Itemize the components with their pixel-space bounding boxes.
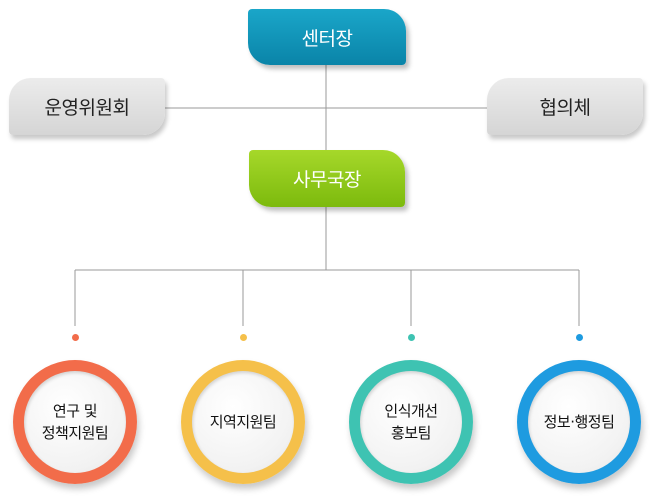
team-dot-regional — [240, 334, 247, 341]
team-regional-label: 지역지원팀 — [209, 413, 277, 431]
steering-committee-box: 운영위원회 — [9, 78, 165, 135]
team-awareness: 인식개선 홍보팀 — [349, 360, 473, 484]
council-box: 협의체 — [487, 78, 643, 135]
steering-committee-label: 운영위원회 — [44, 97, 130, 119]
team-awareness-label: 인식개선 홍보팀 — [384, 402, 438, 442]
director-label: 센터장 — [301, 27, 353, 50]
secretary-general-label: 사무국장 — [293, 169, 361, 191]
team-regional-inner: 지역지원팀 — [192, 371, 294, 473]
team-awareness-inner: 인식개선 홍보팀 — [360, 371, 462, 473]
team-regional: 지역지원팀 — [181, 360, 305, 484]
team-admin-label: 정보·행정팀 — [543, 413, 615, 431]
team-dot-awareness — [408, 334, 415, 341]
council-label: 협의체 — [539, 97, 591, 119]
team-research-inner: 연구 및 정책지원팀 — [24, 371, 126, 473]
team-admin-inner: 정보·행정팀 — [528, 371, 630, 473]
team-research-label: 연구 및 정책지원팀 — [41, 402, 109, 442]
team-dot-admin — [576, 334, 583, 341]
team-research: 연구 및 정책지원팀 — [13, 360, 137, 484]
team-dot-research — [72, 334, 79, 341]
team-admin: 정보·행정팀 — [517, 360, 641, 484]
director-box: 센터장 — [248, 9, 406, 65]
secretary-general-box: 사무국장 — [249, 150, 405, 207]
